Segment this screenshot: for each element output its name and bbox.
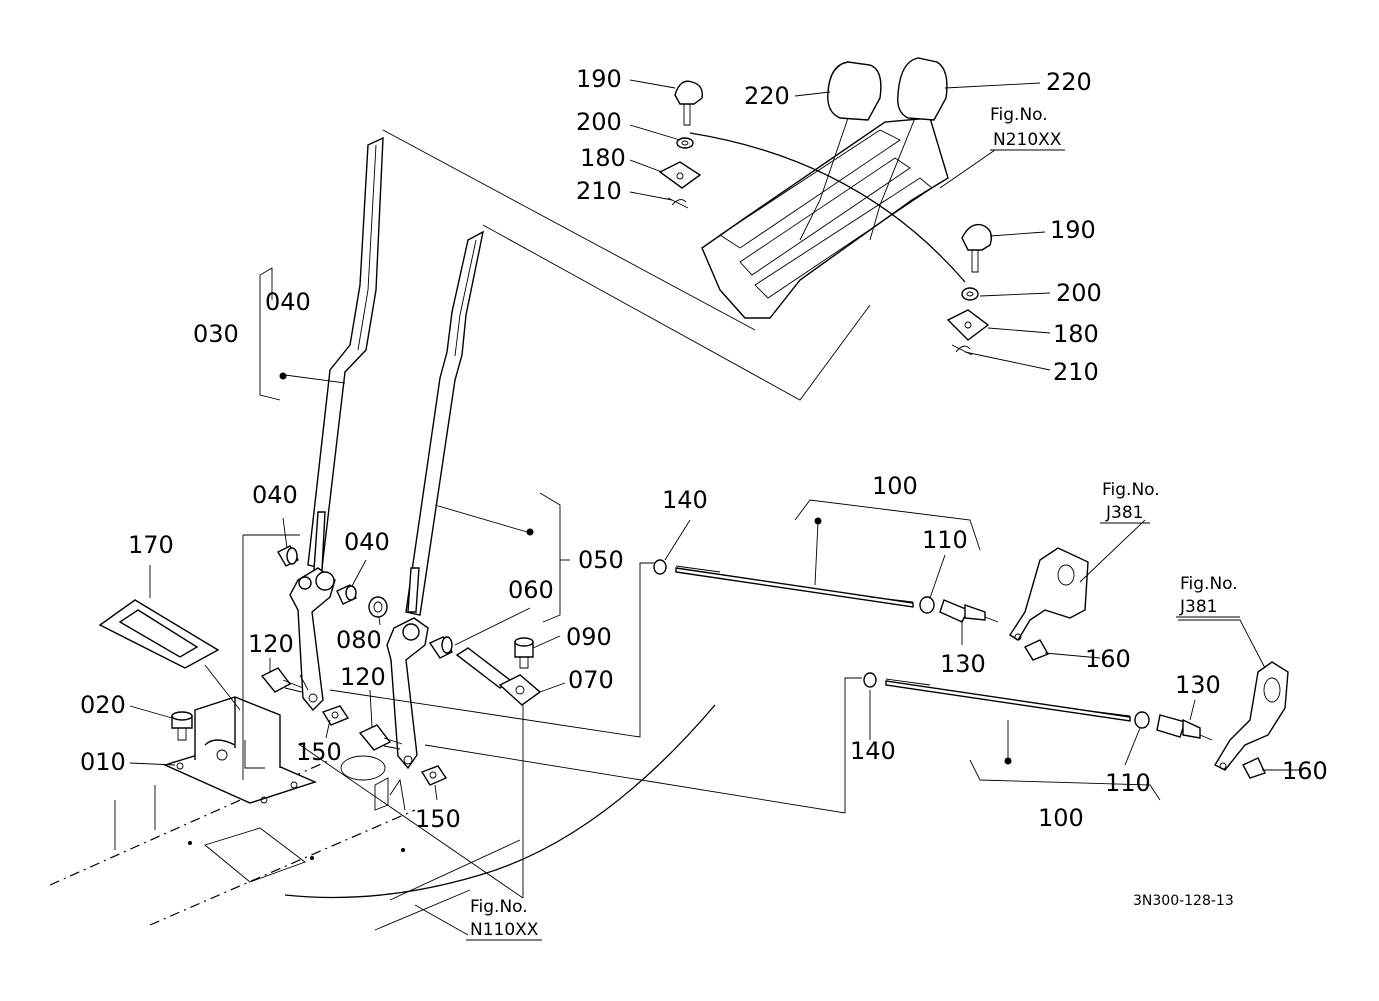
label-010: 010: [80, 748, 126, 776]
nut-160-lower: [1242, 757, 1266, 779]
fig-ref-j381-upper-code: J381: [1105, 503, 1143, 523]
bolt-120-right: [358, 724, 403, 751]
bushing-040-left: [277, 545, 299, 567]
pedal-stem-left: [799, 117, 849, 241]
shaft-060: [428, 636, 512, 689]
label-150-left: 150: [296, 738, 342, 766]
bushing-040-mid: [336, 584, 357, 605]
pedal-pad-right: [897, 57, 948, 121]
pedal-plate: [701, 117, 949, 319]
label-220-left: 220: [744, 82, 790, 110]
label-140-lower: 140: [850, 737, 896, 765]
washer-080: [368, 596, 388, 618]
label-040-upper: 040: [265, 288, 311, 316]
label-220-right: 220: [1046, 68, 1092, 96]
fig-ref-n110-title: Fig.No.: [470, 897, 528, 917]
label-170: 170: [128, 531, 174, 559]
label-190-right: 190: [1050, 216, 1096, 244]
knob-190-right: [961, 223, 993, 273]
drawing-code: 3N300-128-13: [1133, 893, 1234, 909]
lever-right-050: [405, 230, 484, 616]
label-090: 090: [566, 623, 612, 651]
label-100-lower: 100: [1038, 804, 1084, 832]
bolt-120-left: [260, 667, 304, 693]
label-190-top: 190: [576, 65, 622, 93]
label-150-right: 150: [415, 805, 461, 833]
label-030: 030: [193, 320, 239, 348]
fig-ref-n210-title: Fig.No.: [990, 105, 1048, 125]
label-160-lower: 160: [1282, 757, 1328, 785]
nut-150-right: [420, 765, 448, 786]
rod-100-upper: [653, 559, 999, 623]
clip-180-right: [946, 309, 990, 341]
label-130-lower: 130: [1175, 671, 1221, 699]
label-110-lower: 110: [1105, 769, 1151, 797]
label-040-left: 040: [252, 481, 298, 509]
link-arm-right: [386, 617, 429, 770]
floor-curve: [284, 704, 716, 899]
figure-references: Fig.No. N210XX Fig.No. J381 Fig.No. J381…: [466, 105, 1240, 941]
bolt-090: [514, 637, 534, 669]
label-210-right: 210: [1053, 358, 1099, 386]
label-060: 060: [508, 576, 554, 604]
clip-180-top: [658, 161, 702, 189]
label-070: 070: [568, 666, 614, 694]
fig-ref-j381-lower-title: Fig.No.: [1180, 574, 1238, 594]
label-120-left: 120: [248, 630, 294, 658]
label-080: 080: [336, 626, 382, 654]
cable-curve: [689, 132, 966, 283]
leader-pedal-left: [382, 129, 756, 331]
label-100-upper: 100: [872, 472, 918, 500]
arm-j381-lower: [1214, 661, 1289, 771]
pedal-pad-left: [827, 61, 882, 121]
label-180-right: 180: [1053, 320, 1099, 348]
fig-ref-n210-code: N210XX: [993, 130, 1062, 150]
label-210-top: 210: [576, 177, 622, 205]
label-110-upper: 110: [922, 526, 968, 554]
arm-j381-upper: [1009, 547, 1089, 641]
bracket-010: [163, 696, 317, 804]
label-040-mid: 040: [344, 528, 390, 556]
link-arm-left: [289, 567, 336, 712]
label-160-upper: 160: [1085, 645, 1131, 673]
bolt-020: [171, 711, 193, 741]
label-130-upper: 130: [940, 650, 986, 678]
fig-ref-n110-code: N110XX: [470, 920, 539, 940]
part-labels: 190 200 180 210 220 220 190 200 180 210 …: [80, 65, 1328, 833]
washer-200-right: [961, 287, 979, 301]
plate-170: [98, 599, 220, 669]
nut-160-upper: [1023, 639, 1050, 661]
washer-200-top: [676, 137, 694, 149]
lever-left-030: [307, 136, 384, 571]
label-140-upper: 140: [662, 486, 708, 514]
floor-plate: [49, 755, 521, 931]
knob-190-top: [674, 80, 703, 126]
label-200-right: 200: [1056, 279, 1102, 307]
nut-150-left: [321, 705, 350, 726]
leader-pedal-right: [482, 224, 871, 401]
label-050: 050: [578, 546, 624, 574]
fig-ref-j381-lower-code: J381: [1179, 597, 1217, 617]
label-120-right: 120: [340, 663, 386, 691]
label-200-top: 200: [576, 108, 622, 136]
pin-210-right: [951, 344, 973, 356]
label-020: 020: [80, 691, 126, 719]
rod-100-lower: [863, 672, 1213, 741]
label-180-top: 180: [580, 144, 626, 172]
fig-ref-j381-upper-title: Fig.No.: [1102, 480, 1160, 500]
pedal-stem-right: [869, 117, 916, 241]
